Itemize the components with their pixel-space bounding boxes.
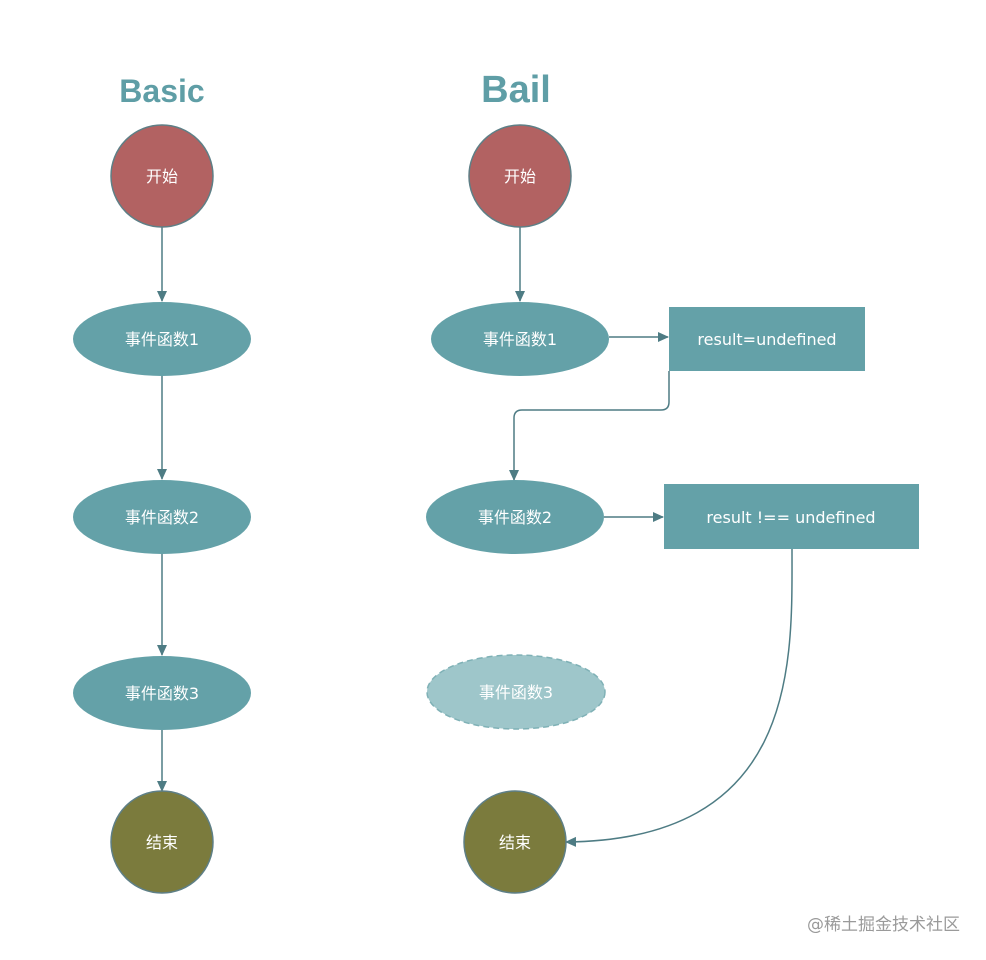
bail-result2-box[interactable]: result !== undefined xyxy=(664,484,919,549)
bail-start-label: 开始 xyxy=(504,167,536,186)
basic-start-label: 开始 xyxy=(146,167,178,186)
basic-event2-label: 事件函数2 xyxy=(125,508,199,527)
watermark-text: @稀土掘金技术社区 xyxy=(807,915,960,935)
basic-event3-node[interactable]: 事件函数3 xyxy=(73,656,251,730)
bail-result2-label: result !== undefined xyxy=(706,508,875,527)
bail-end-node[interactable]: 结束 xyxy=(463,790,567,894)
basic-event2-node[interactable]: 事件函数2 xyxy=(73,480,251,554)
basic-end-label: 结束 xyxy=(146,833,178,852)
basic-title: Basic xyxy=(119,73,204,109)
basic-event3-label: 事件函数3 xyxy=(125,684,199,703)
edge-bail-result1-event2 xyxy=(509,371,670,481)
bail-end-label: 结束 xyxy=(499,833,531,852)
basic-event1-node[interactable]: 事件函数1 xyxy=(73,302,251,376)
bail-edges xyxy=(509,227,793,847)
bail-event1-node[interactable]: 事件函数1 xyxy=(431,302,609,376)
bail-event2-node[interactable]: 事件函数2 xyxy=(426,480,604,554)
bail-event3-node-skipped[interactable]: 事件函数3 xyxy=(426,654,606,730)
bail-start-node[interactable]: 开始 xyxy=(468,124,572,228)
edge-bail-result2-end xyxy=(565,548,793,847)
basic-end-node[interactable]: 结束 xyxy=(110,790,214,894)
basic-start-node[interactable]: 开始 xyxy=(110,124,214,228)
bail-result1-label: result=undefined xyxy=(697,330,836,349)
bail-event2-label: 事件函数2 xyxy=(478,508,552,527)
bail-title: Bail xyxy=(481,69,551,111)
bail-result1-box[interactable]: result=undefined xyxy=(669,307,865,371)
bail-event1-label: 事件函数1 xyxy=(483,330,557,349)
bail-event3-label: 事件函数3 xyxy=(479,683,553,702)
basic-event1-label: 事件函数1 xyxy=(125,330,199,349)
